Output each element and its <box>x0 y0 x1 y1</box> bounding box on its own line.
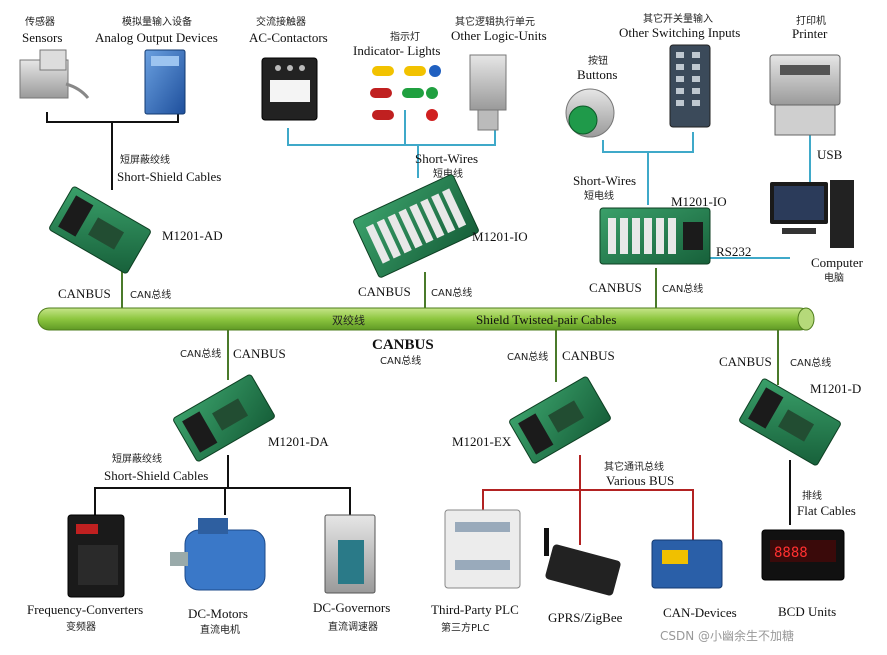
dc-motors-en: DC-Motors <box>188 606 248 621</box>
canbus-tag-ad-en: CANBUS <box>58 286 111 301</box>
analog-output-en: Analog Output Devices <box>95 30 218 45</box>
bus-name-zh: CAN总线 <box>380 354 421 367</box>
flat-cables-zh: 排线 <box>802 489 822 502</box>
watermark: CSDN @小幽余生不加糖 <box>660 628 794 643</box>
logic-units-en: Other Logic-Units <box>451 28 547 43</box>
sensors-zh: 传感器 <box>25 15 55 28</box>
switching-inputs-zh: 其它开关量输入 <box>643 12 713 25</box>
indicator-lights-zh: 指示灯 <box>390 30 420 43</box>
usb-label: USB <box>817 147 843 162</box>
module-io-mid-label: M1201-IO <box>472 229 528 244</box>
module-io-right <box>599 207 711 265</box>
short-shield-bottom-en: Short-Shield Cables <box>104 468 208 483</box>
third-party-plc-zh: 第三方PLC <box>441 621 490 634</box>
analog-output-zh: 模拟量输入设备 <box>122 15 192 28</box>
canbus-tag-d-zh: CAN总线 <box>790 356 831 369</box>
short-shield-top-zh: 短屏蔽绞线 <box>120 153 170 166</box>
various-bus-wire <box>482 455 694 545</box>
flat-cables-en: Flat Cables <box>797 503 856 518</box>
canbus-trunk <box>37 307 815 331</box>
canbus-tag-io-zh: CAN总线 <box>431 286 472 299</box>
logic-units-zh: 其它逻辑执行单元 <box>455 15 535 28</box>
dc-motors-zh: 直流电机 <box>200 623 240 636</box>
module-da-label: M1201-DA <box>268 434 329 449</box>
printer-zh: 打印机 <box>796 14 826 27</box>
drive-wire <box>94 455 351 515</box>
short-shield-top-en: Short-Shield Cables <box>117 169 221 184</box>
module-d-label: M1201-D <box>810 381 861 396</box>
third-party-plc-image <box>444 509 521 589</box>
module-ex <box>509 376 611 464</box>
rs232-label: RS232 <box>716 244 751 259</box>
various-bus-zh: 其它通讯总线 <box>604 460 664 473</box>
canbus-tag-d-en: CANBUS <box>719 354 772 369</box>
canbus-tag-da-zh: CAN总线 <box>180 347 221 360</box>
ac-contactors-en: AC-Contactors <box>249 30 328 45</box>
buttons-en: Buttons <box>577 67 617 82</box>
svg-text:8888: 8888 <box>774 545 808 561</box>
bcd-unit-image: 8888 <box>761 529 845 581</box>
canbus-tag-ex-zh: CAN总线 <box>507 350 548 363</box>
module-ad-label: M1201-AD <box>162 228 223 243</box>
bus-drops <box>121 268 779 385</box>
canbus-tag-ad-zh: CAN总线 <box>130 288 171 301</box>
computer-image <box>770 180 854 248</box>
switching-inputs-en: Other Switching Inputs <box>619 25 740 40</box>
module-ex-label: M1201-EX <box>452 434 512 449</box>
button-device-image <box>565 88 615 138</box>
canbus-tag-ex-en: CANBUS <box>562 348 615 363</box>
analog-output-device-image <box>144 49 186 115</box>
third-party-plc-en: Third-Party PLC <box>431 602 519 617</box>
computer-en: Computer <box>811 255 864 270</box>
ac-contactor-image <box>261 57 318 121</box>
gprs-en: GPRS/ZigBee <box>548 610 623 625</box>
can-device-image <box>651 539 723 589</box>
module-da <box>173 374 275 462</box>
dc-governors-zh: 直流调速器 <box>328 620 378 633</box>
dc-motor-image <box>170 518 266 591</box>
ac-contactors-zh: 交流接触器 <box>256 15 306 28</box>
freq-converters-zh: 变频器 <box>66 620 96 633</box>
module-ad <box>49 186 151 274</box>
various-bus-en: Various BUS <box>606 473 674 488</box>
module-io-mid <box>353 174 479 278</box>
module-io-right-label: M1201-IO <box>671 194 727 209</box>
buttons-zh: 按钮 <box>588 54 608 67</box>
frequency-converter-image <box>67 514 125 598</box>
bus-zh-label: 双绞线 <box>332 313 365 327</box>
freq-converters-en: Frequency-Converters <box>27 602 143 617</box>
sensors-en: Sensors <box>22 30 62 45</box>
printer-en: Printer <box>792 26 828 41</box>
module-d <box>739 378 841 466</box>
printer-image <box>769 54 841 136</box>
short-wires-mid-en: Short-Wires <box>415 151 478 166</box>
sensor-image <box>19 49 90 99</box>
bcd-units-en: BCD Units <box>778 604 836 619</box>
canbus-tag-da-en: CANBUS <box>233 346 286 361</box>
can-devices-en: CAN-Devices <box>663 605 737 620</box>
canbus-tag-io2-en: CANBUS <box>589 280 642 295</box>
logic-unit-image <box>469 54 507 131</box>
switching-input-image <box>669 44 711 128</box>
dc-governor-image <box>324 514 376 594</box>
short-shield-bottom-zh: 短屏蔽绞线 <box>112 452 162 465</box>
canbus-tag-io-en: CANBUS <box>358 284 411 299</box>
short-wires-right-en: Short-Wires <box>573 173 636 188</box>
bus-cable-label: Shield Twisted-pair Cables <box>476 312 616 327</box>
short-wires-right-zh: 短电线 <box>584 189 614 202</box>
short-wires-mid-zh: 短电线 <box>433 167 463 180</box>
computer-zh: 电脑 <box>824 271 844 284</box>
dc-governors-en: DC-Governors <box>313 600 390 615</box>
gprs-zigbee-image <box>544 528 621 596</box>
sensor-wire <box>46 112 179 190</box>
indicator-lights-en: Indicator- Lights <box>353 43 440 58</box>
indicator-lights-image <box>370 65 441 121</box>
canbus-tag-io2-zh: CAN总线 <box>662 282 703 295</box>
output-wire <box>287 110 496 178</box>
input-wire <box>602 132 811 259</box>
bus-name: CANBUS <box>372 337 434 353</box>
